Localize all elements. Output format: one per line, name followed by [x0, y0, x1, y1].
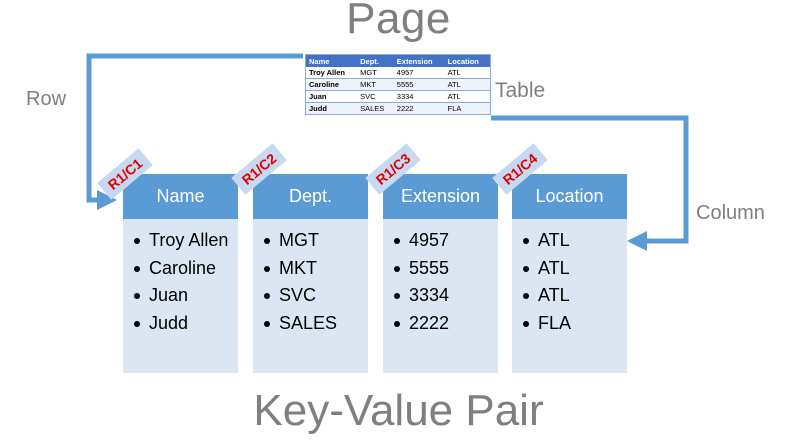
value-list: 4957 5555 3334 2222	[383, 219, 498, 335]
mini-table-header: Location	[444, 54, 491, 67]
list-item: ATL	[523, 284, 627, 307]
table-cell: 5555	[393, 78, 445, 91]
list-item: ATL	[523, 257, 627, 280]
list-item: FLA	[523, 312, 627, 335]
table-row: Troy Allen MGT 4957 ATL	[305, 67, 491, 79]
row-label: Row	[26, 88, 67, 110]
diagram-caption: Key-Value Pair	[253, 386, 544, 435]
list-item: MGT	[264, 229, 368, 252]
column-location: Location ATL ATL ATL FLA	[512, 174, 627, 373]
mini-table-header: Name	[305, 54, 358, 67]
value-list: ATL ATL ATL FLA	[512, 219, 627, 335]
table-cell: ATL	[444, 78, 491, 91]
table-cell: ATL	[444, 67, 491, 79]
list-item: Troy Allen	[134, 229, 238, 252]
column-header: Name	[123, 174, 238, 219]
table-row: Juan SVC 3334 ATL	[305, 90, 491, 103]
column-name: Name Troy Allen Caroline Juan Judd	[123, 174, 238, 373]
table-cell: 4957	[393, 67, 445, 79]
table-cell: Judd	[305, 102, 358, 115]
table-cell: SALES	[357, 102, 394, 115]
table-cell: 3334	[393, 90, 445, 103]
column-dept: Dept. MGT MKT SVC SALES	[253, 174, 368, 373]
value-list: Troy Allen Caroline Juan Judd	[123, 219, 238, 335]
column-arrow	[491, 115, 689, 251]
row-arrow	[86, 53, 303, 210]
column-header: Location	[512, 174, 627, 219]
table-cell: SVC	[357, 90, 394, 103]
list-item: Judd	[134, 312, 238, 335]
mini-table-header: Dept.	[357, 54, 394, 67]
column-label: Column	[696, 202, 765, 224]
table-cell: 2222	[393, 102, 445, 115]
table-row: Caroline MKT 5555 ATL	[305, 78, 491, 91]
column-header: Extension	[383, 174, 498, 219]
mini-table-header: Extension	[393, 54, 445, 67]
table-cell: Caroline	[305, 78, 358, 91]
value-list: MGT MKT SVC SALES	[253, 219, 368, 335]
page-title: Page	[346, 0, 451, 43]
list-item: 2222	[394, 312, 498, 335]
column-header: Dept.	[253, 174, 368, 219]
table-cell: Juan	[305, 90, 358, 103]
table-label: Table	[495, 79, 546, 102]
table-cell: MKT	[357, 78, 394, 91]
table-cell: MGT	[357, 67, 394, 79]
list-item: 3334	[394, 284, 498, 307]
table-cell: FLA	[444, 102, 491, 115]
table-cell: Troy Allen	[305, 67, 358, 79]
list-item: 4957	[394, 229, 498, 252]
mini-table-header-row: Name Dept. Extension Location	[305, 54, 491, 67]
list-item: SVC	[264, 284, 368, 307]
list-item: ATL	[523, 229, 627, 252]
list-item: SALES	[264, 312, 368, 335]
list-item: 5555	[394, 257, 498, 280]
table-row: Judd SALES 2222 FLA	[305, 102, 491, 115]
list-item: Juan	[134, 284, 238, 307]
column-extension: Extension 4957 5555 3334 2222	[383, 174, 498, 373]
table-cell: ATL	[444, 90, 491, 103]
mini-table: Name Dept. Extension Location Troy Allen…	[305, 54, 491, 115]
list-item: MKT	[264, 257, 368, 280]
list-item: Caroline	[134, 257, 238, 280]
